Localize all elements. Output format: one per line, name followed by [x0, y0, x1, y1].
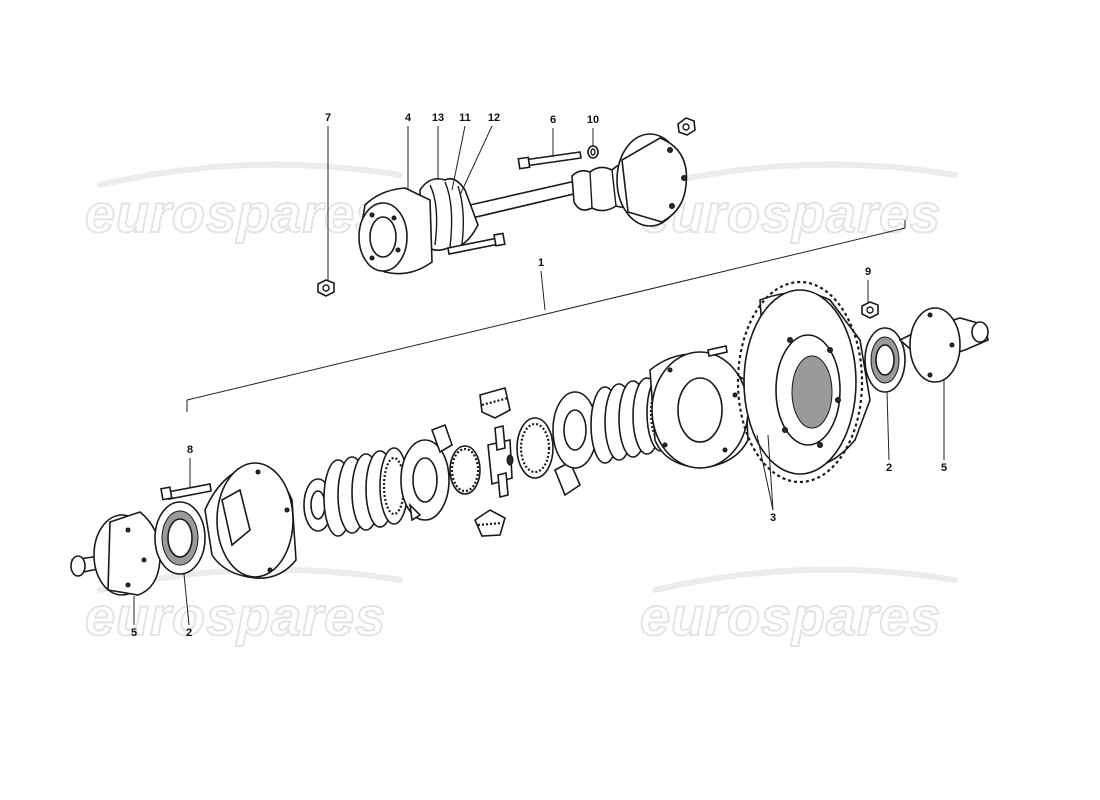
clutch-pack-left [323, 447, 409, 537]
bearing-2-right [864, 327, 906, 393]
callout-4: 4 [405, 112, 412, 190]
nut-top-right [677, 117, 696, 136]
diff-housing-right [649, 345, 749, 469]
callout-2-left: 2 [183, 573, 192, 639]
pinion-gear-left [430, 423, 453, 454]
watermark-bottom-right: eurospares [639, 566, 958, 648]
pressure-ring-right [552, 391, 598, 469]
callout-label: 13 [432, 112, 444, 124]
side-gear-right [516, 417, 582, 497]
bolt-8 [160, 483, 212, 501]
bolt-lower [447, 232, 506, 255]
callout-label: 12 [488, 112, 500, 124]
callout-label: 7 [325, 112, 331, 124]
callout-label: 10 [587, 114, 599, 126]
callout-8: 8 [187, 444, 193, 488]
callout-label: 5 [131, 627, 137, 639]
watermark-text: eurospares [85, 184, 386, 244]
callout-2-right: 2 [886, 391, 892, 474]
drive-shaft-assembly [317, 117, 696, 297]
callout-label: 11 [459, 112, 471, 124]
nut-9 [861, 301, 879, 319]
bolt-6 [517, 151, 582, 170]
washer-10 [587, 145, 599, 159]
callout-label: 2 [886, 462, 892, 474]
callout-label: 3 [770, 512, 776, 524]
side-gear-left [449, 445, 481, 495]
callout-label: 8 [187, 444, 193, 456]
callout-13: 13 [432, 112, 444, 180]
pinion-gear-top [479, 387, 511, 419]
diff-housing-left [204, 462, 297, 579]
callout-5-right: 5 [941, 380, 947, 474]
ring-gear-3 [736, 280, 871, 484]
callout-label: 2 [186, 627, 192, 639]
flange-5-right [898, 307, 989, 383]
cross-shaft [487, 424, 514, 499]
callout-9: 9 [865, 266, 871, 302]
callout-label: 9 [865, 266, 871, 278]
callout-12: 12 [459, 112, 500, 196]
callout-6: 6 [550, 114, 556, 157]
callout-10: 10 [587, 114, 599, 146]
watermark-text: eurospares [640, 587, 941, 647]
callout-1: 1 [538, 257, 546, 311]
callout-7: 7 [325, 112, 331, 280]
watermark-top-left: eurospares [84, 161, 403, 245]
callout-label: 4 [405, 112, 412, 124]
callout-3: 3 [756, 434, 776, 524]
flange-5-left [70, 511, 161, 596]
bearing-2-left [154, 501, 206, 575]
watermark-text: eurospares [640, 184, 941, 244]
callout-11: 11 [451, 112, 471, 191]
pinion-gear-bottom [473, 509, 506, 537]
callout-label: 5 [941, 462, 947, 474]
watermark-top-right: eurospares [639, 161, 958, 245]
callout-label: 1 [538, 257, 544, 269]
callout-5-left: 5 [131, 596, 137, 639]
nut-7 [317, 279, 335, 297]
pressure-ring-left [400, 439, 450, 522]
differential-assembly [70, 220, 989, 596]
callout-label: 6 [550, 114, 556, 126]
